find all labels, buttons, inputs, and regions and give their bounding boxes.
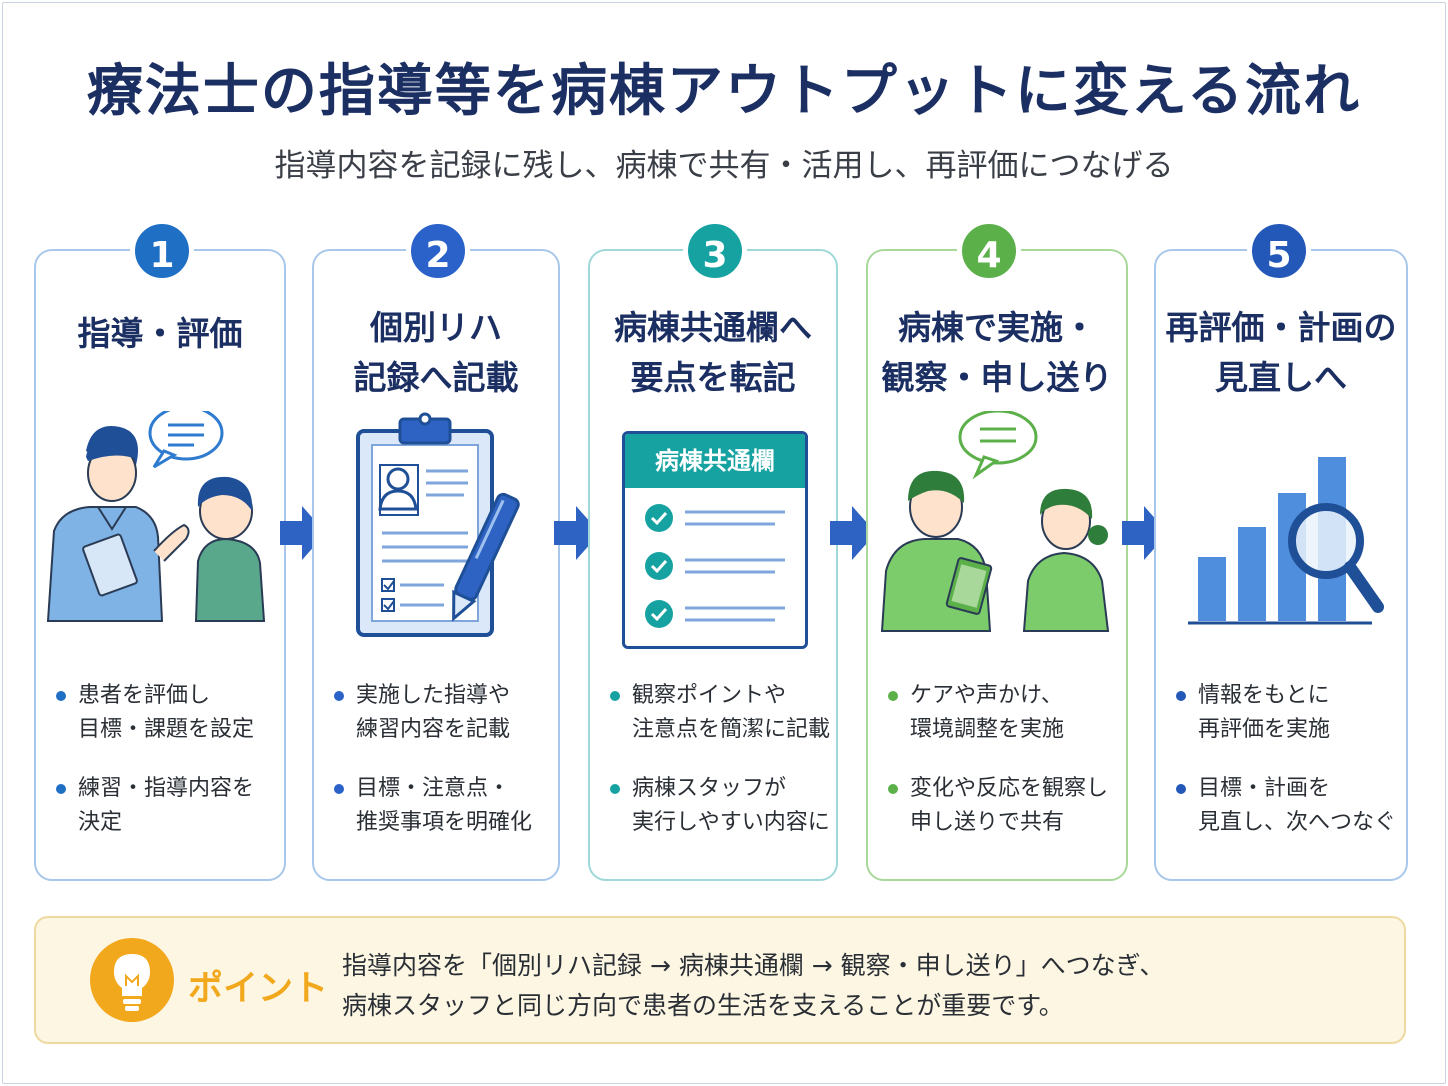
magnifier-icon xyxy=(1288,503,1384,613)
step-title-3: 病棟共通欄へ 要点を転記 xyxy=(614,308,812,397)
speech-bubble-icon xyxy=(148,411,224,469)
page-subtitle: 指導内容を記録に残し、病棟で共有・活用し、再評価につなげる xyxy=(274,148,1174,184)
check-circle-icon xyxy=(645,552,673,580)
clipboard-record-illustration xyxy=(356,412,520,637)
flow-arrow-icon xyxy=(280,506,326,560)
ward-shared-panel-header: 病棟共通欄 xyxy=(625,434,805,488)
step-title-2: 個別リハ 記録へ記載 xyxy=(353,308,519,397)
step-number-badge-3: 3 xyxy=(683,219,747,283)
checklist xyxy=(645,504,785,628)
step-bullets-4: ケアや声かけ、環境調整を実施 変化や反応を観察し申し送りで共有 xyxy=(888,679,1120,865)
therapist-patient-illustration xyxy=(46,411,266,622)
list-item: 実施した指導や練習内容を記載 xyxy=(334,679,552,747)
step-number-badge-2: 2 xyxy=(406,219,470,283)
step-title-1: 指導・評価 xyxy=(77,314,243,353)
step-card-4: 4 病棟で実施・ 観察・申し送り ケアや声かけ、環境調整を実施 変化や反応を観察… xyxy=(866,219,1128,881)
step-number-badge-5: 5 xyxy=(1247,219,1311,283)
therapist-figure xyxy=(46,426,190,622)
flow-arrow-icon xyxy=(554,506,600,560)
patient-figure xyxy=(194,476,266,622)
check-circle-icon xyxy=(645,504,673,532)
step-number-badge-1: 1 xyxy=(130,219,194,283)
pen-icon xyxy=(452,492,520,622)
step-title-4: 病棟で実施・ 観察・申し送り xyxy=(881,308,1113,397)
ward-staff-illustration xyxy=(880,411,1110,632)
reevaluation-chart-illustration xyxy=(1188,457,1384,625)
list-item: ケアや声かけ、環境調整を実施 xyxy=(888,679,1120,747)
point-label: ポイント xyxy=(188,969,329,1009)
flow-arrow-icon xyxy=(830,506,876,560)
list-item: 変化や反応を観察し申し送りで共有 xyxy=(888,772,1120,840)
flow-arrow-icon xyxy=(1122,506,1168,560)
ward-shared-panel: 病棟共通欄 xyxy=(622,431,808,649)
nurse-figure xyxy=(880,470,993,632)
caregiver-figure xyxy=(1022,488,1110,632)
step-card-2: 2 個別リハ 記録へ記載 xyxy=(312,219,560,881)
step-card-1: 1 指導・評価 患者を評価し目標・課題を設定 練習・指導内容を決定 xyxy=(34,219,286,881)
step-bullets-3: 観察ポイントや注意点を簡潔に記載 病棟スタッフが実行しやすい内容に xyxy=(610,679,830,865)
list-item: 情報をもとに再評価を実施 xyxy=(1176,679,1400,747)
list-item: 目標・計画を見直し、次へつなぐ xyxy=(1176,772,1400,840)
list-item: 患者を評価し目標・課題を設定 xyxy=(56,679,278,747)
step-number-badge-4: 4 xyxy=(957,219,1021,283)
point-box: ポイント 指導内容を「個別リハ記録 → 病棟共通欄 → 観察・申し送り」へつなぎ… xyxy=(34,916,1406,1044)
list-item: 病棟スタッフが実行しやすい内容に xyxy=(610,772,830,840)
step-bullets-2: 実施した指導や練習内容を記載 目標・注意点・推奨事項を明確化 xyxy=(334,679,552,865)
page-title: 療法士の指導等を病棟アウトプットに変える流れ xyxy=(86,59,1362,124)
step-card-5: 5 再評価・計画の 見直しへ 情報をもとに再評価を実施 目標・計画を見直し、次へ… xyxy=(1154,219,1408,881)
list-item: 観察ポイントや注意点を簡潔に記載 xyxy=(610,679,830,747)
speech-bubble-icon xyxy=(958,411,1038,480)
step-card-3: 3 病棟共通欄へ 要点を転記 病棟共通欄 観察ポイントや注意点を簡潔に記載 病棟… xyxy=(588,219,838,881)
list-item: 目標・注意点・推奨事項を明確化 xyxy=(334,772,552,840)
step-title-5: 再評価・計画の 見直しへ xyxy=(1165,308,1397,397)
list-item: 練習・指導内容を決定 xyxy=(56,772,278,840)
check-circle-icon xyxy=(645,600,673,628)
step-bullets-1: 患者を評価し目標・課題を設定 練習・指導内容を決定 xyxy=(56,679,278,865)
point-text: 指導内容を「個別リハ記録 → 病棟共通欄 → 観察・申し送り」へつなぎ、 病棟ス… xyxy=(342,951,1165,1020)
lightbulb-icon xyxy=(90,938,174,1022)
step-bullets-5: 情報をもとに再評価を実施 目標・計画を見直し、次へつなぐ xyxy=(1176,679,1400,865)
